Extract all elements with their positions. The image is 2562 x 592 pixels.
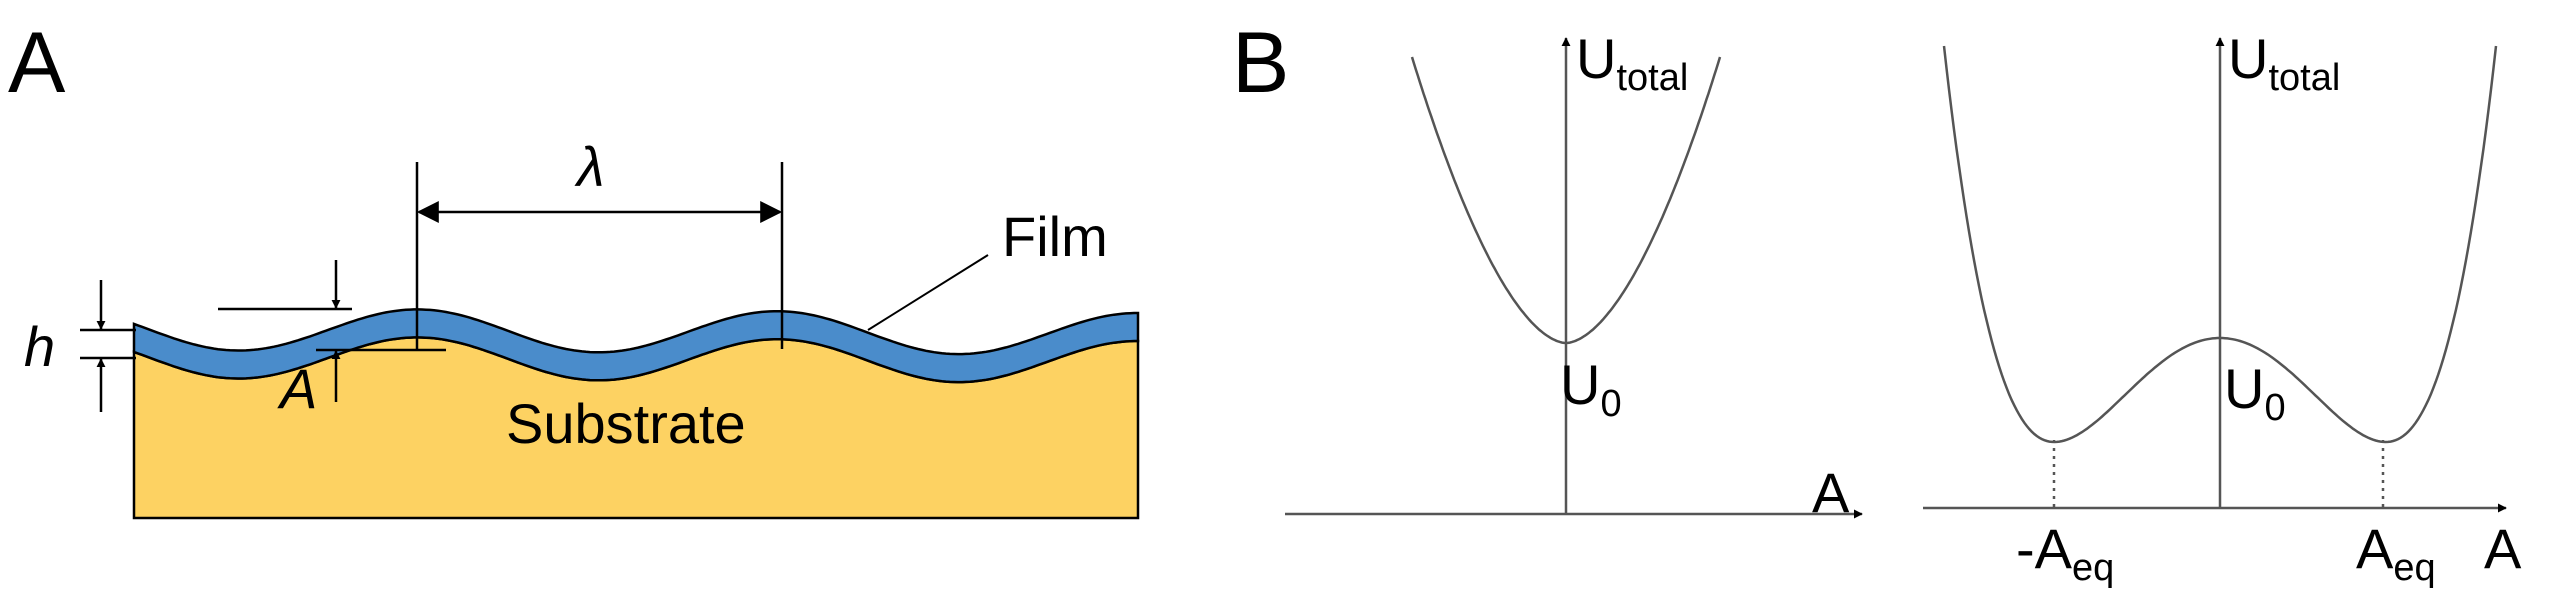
neg-eq-label: -Aeq — [2016, 517, 2114, 589]
panel-a: A λ Film Substrate h A — [8, 15, 1140, 520]
substrate-label: Substrate — [506, 392, 746, 455]
right-x-label: A — [2484, 517, 2522, 580]
wavelength-label: λ — [574, 135, 605, 198]
left-energy-curve — [1410, 56, 1722, 345]
panel-b: B Utotal A U0 Utotal A U0 -Aeq Aeq — [1232, 15, 2522, 589]
left-min-label: U0 — [1560, 353, 1622, 425]
right-max-label: U0 — [2224, 357, 2286, 429]
film-pointer-line — [867, 254, 989, 331]
right-energy-curve — [1942, 45, 2498, 444]
amplitude-label: A — [277, 357, 317, 420]
pos-eq-label: Aeq — [2356, 517, 2436, 589]
film-layer — [132, 308, 1140, 384]
left-x-label: A — [1812, 461, 1850, 524]
panel-b-label: B — [1232, 15, 1289, 111]
left-y-label: Utotal — [1576, 27, 1688, 99]
left-energy-plot: Utotal A U0 — [1285, 27, 1863, 524]
right-y-label: Utotal — [2228, 27, 2340, 99]
panel-a-label: A — [8, 15, 66, 111]
thickness-label: h — [24, 315, 55, 378]
film-label: Film — [1002, 205, 1108, 268]
right-energy-plot: Utotal A U0 -Aeq Aeq — [1923, 27, 2522, 589]
